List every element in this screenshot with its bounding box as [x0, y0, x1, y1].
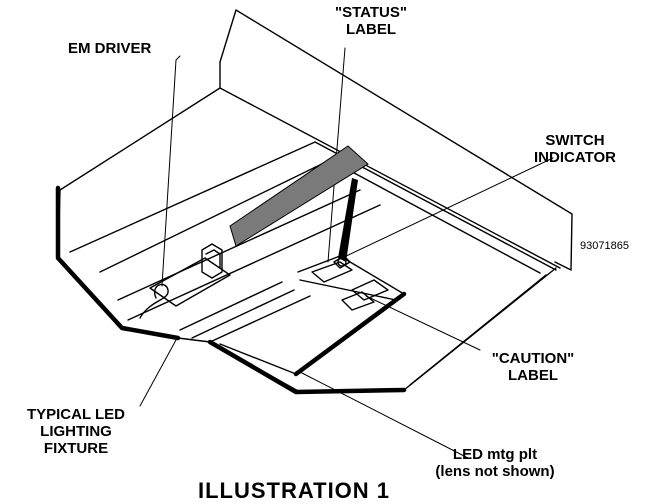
illustration: EM DRIVER "STATUS" LABEL SWITCH INDICATO… [6, 4, 630, 503]
leader-em-driver [161, 55, 181, 287]
right-floor-inner [409, 274, 547, 386]
illustration-caption: ILLUSTRATION 1 [198, 478, 391, 503]
channel-line-3 [117, 189, 361, 301]
housing-heavy-outline-bottom [207, 339, 407, 395]
leader-switch [341, 157, 554, 259]
label-status-line1: "STATUS" [335, 4, 407, 21]
plate-rail-3 [209, 295, 311, 343]
label-caution: "CAUTION" LABEL [478, 350, 588, 384]
channel-line-2 [99, 159, 331, 273]
label-fixture-line2: LIGHTING [40, 423, 112, 440]
label-switch-line2: INDICATOR [534, 149, 616, 166]
back-wall [219, 9, 573, 271]
status-label-strip [229, 145, 369, 247]
channel-line-1 [69, 141, 316, 253]
top-flange [57, 61, 221, 259]
plate-rail-2 [191, 289, 295, 339]
label-status: "STATUS" LABEL [326, 4, 416, 38]
channel-line-4 [127, 204, 381, 321]
leader-plate [299, 371, 469, 459]
label-led-plate: LED mtg plt (lens not shown) [430, 446, 560, 480]
em-driver-connector-inner [205, 249, 221, 269]
label-fixture: TYPICAL LED LIGHTING FIXTURE [6, 406, 146, 457]
status-label-rect [311, 261, 353, 283]
em-driver-box [149, 257, 231, 307]
label-fixture-line1: TYPICAL LED [26, 406, 126, 423]
label-em-driver: EM DRIVER [68, 40, 152, 57]
housing-heavy-outline-left [55, 185, 181, 341]
label-caution-line1: "CAUTION" [491, 350, 575, 367]
em-driver-cable [139, 283, 169, 319]
plate-inner-1 [299, 279, 397, 301]
top-inner-edge [219, 87, 561, 269]
caution-label-rect [351, 279, 389, 301]
fixture-drawing [55, 9, 573, 459]
label-switch-line1: SWITCH [545, 132, 605, 149]
leader-caution [365, 295, 481, 351]
plate-rail-1 [179, 281, 283, 331]
plate-heavy-edge [293, 291, 407, 377]
switch-rod [338, 178, 358, 262]
label-caution-line2: LABEL [508, 367, 558, 384]
left-side-outer [57, 257, 405, 393]
channel-line-6 [329, 159, 541, 274]
em-driver-connector [201, 243, 223, 279]
label-switch-indicator: SWITCH INDICATOR [520, 132, 630, 166]
label-fixture-line3: FIXTURE [43, 440, 109, 457]
label-plate-line1: LED mtg plt [452, 446, 538, 463]
label-status-line2: LABEL [346, 21, 396, 38]
label-plate-line2: (lens not shown) [435, 463, 555, 480]
caution-label-rect-2 [341, 291, 375, 311]
leader-fixture [139, 339, 177, 407]
drawing-number: 93071865 [580, 240, 629, 252]
